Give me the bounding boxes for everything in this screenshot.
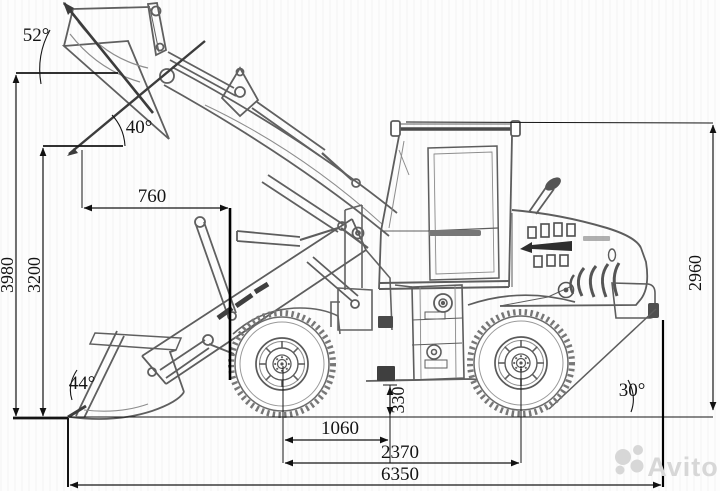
- dim-label-760: 760: [138, 186, 167, 207]
- hood-louvres: [557, 262, 621, 299]
- avito-watermark: Avito: [615, 445, 719, 482]
- lowered-boom: [141, 218, 367, 385]
- dim-label-1060: 1060: [321, 418, 359, 439]
- angle-label-52: 52°: [23, 25, 50, 46]
- dim-label-2370: 2370: [381, 442, 419, 463]
- dim-label-3200: 3200: [24, 257, 44, 293]
- front-wheel: [231, 313, 333, 415]
- rear-bumper: [548, 282, 659, 410]
- angle-label-30: 30°: [619, 380, 646, 401]
- avito-logo-icon: [615, 445, 644, 475]
- dim-label-330: 330: [388, 387, 408, 414]
- dimension-labels: 52° 40° 44° 30° 760 3980 3200 2960 330 1…: [0, 25, 705, 485]
- avito-watermark-text: Avito: [647, 452, 719, 482]
- dimension-lines: [12, 2, 717, 489]
- raised-bucket: [61, 2, 170, 140]
- angle-label-40: 40°: [126, 117, 153, 138]
- dim-label-6350: 6350: [381, 464, 419, 485]
- angle-label-44: 44°: [69, 373, 96, 394]
- engine-hood: [467, 177, 649, 307]
- center-frame: [377, 284, 465, 381]
- dim-label-2960: 2960: [685, 255, 705, 291]
- brand-logo-graphic: [520, 222, 610, 268]
- ground-bucket: [67, 330, 235, 420]
- cab: [378, 120, 521, 290]
- dim-label-3980: 3980: [0, 257, 17, 293]
